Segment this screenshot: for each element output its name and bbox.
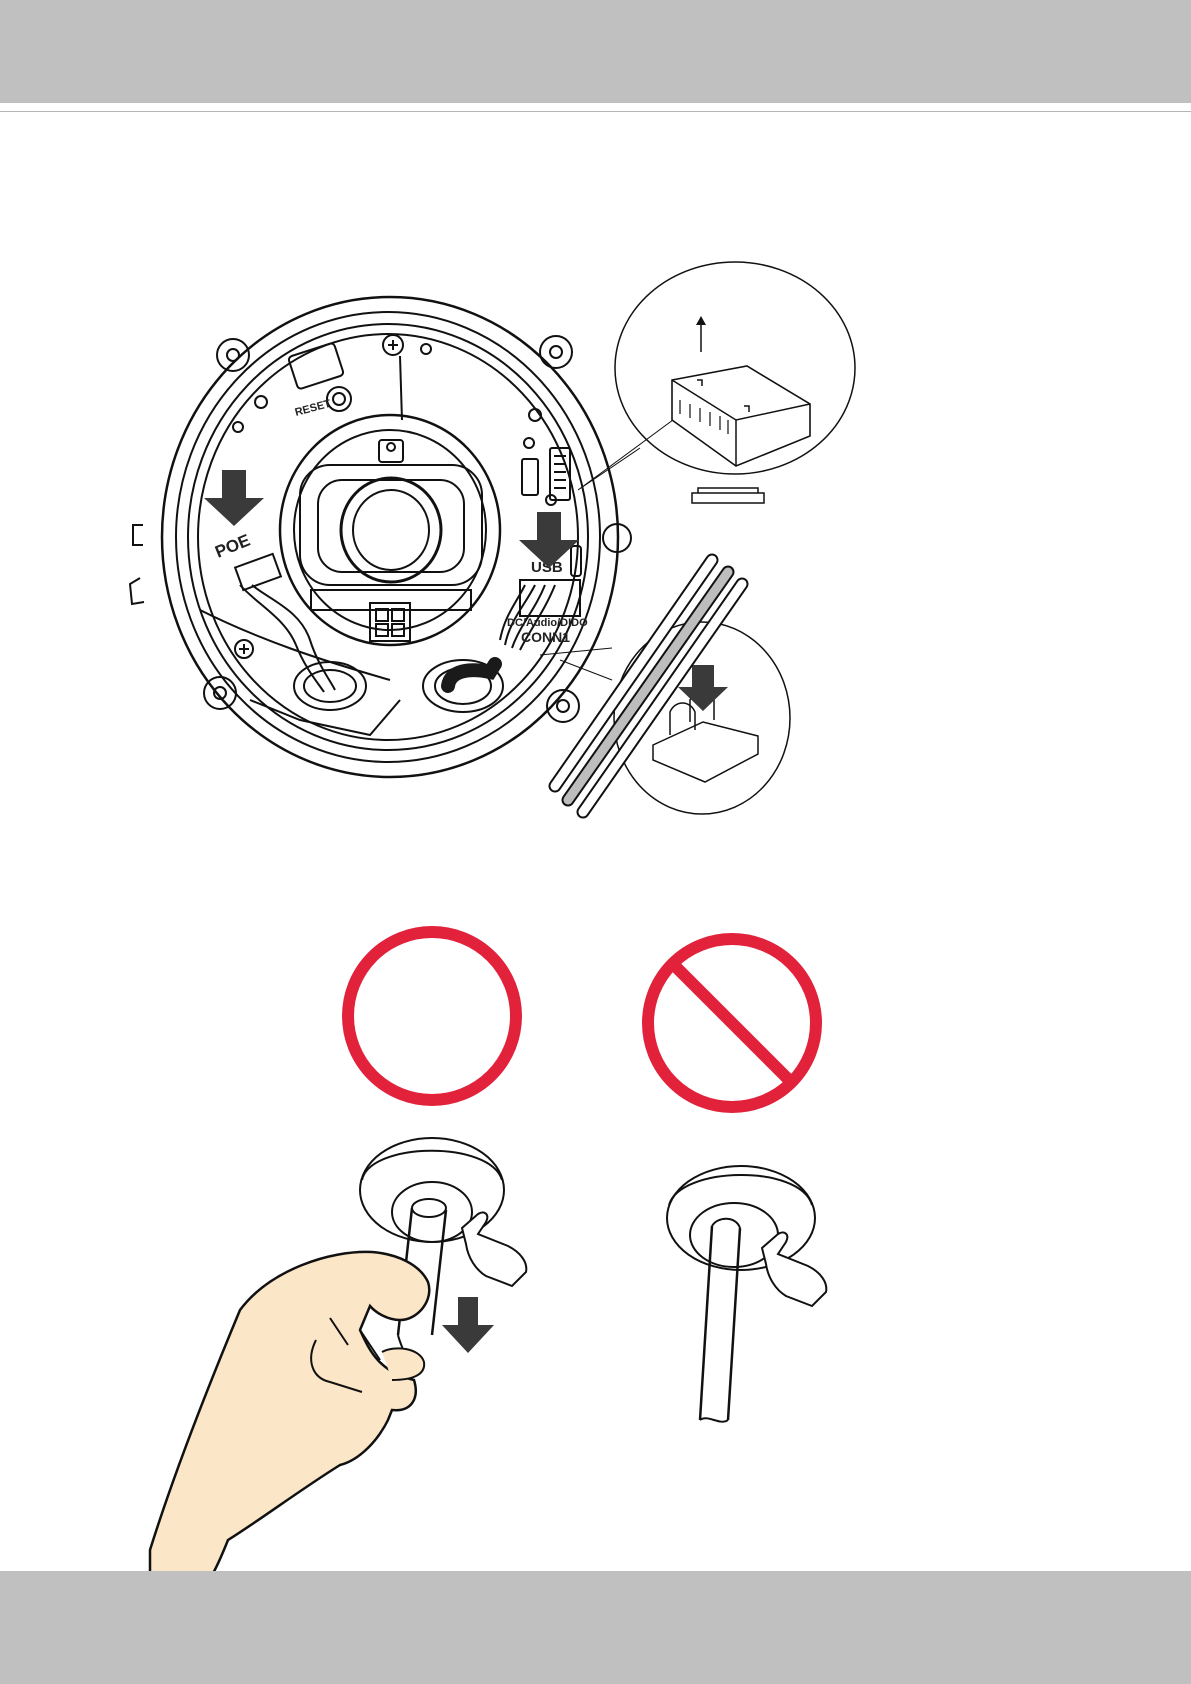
connector-label: DC/Audio/DIDO [507, 617, 588, 629]
footer-band [0, 1571, 1191, 1684]
down-arrow-icon [204, 470, 264, 526]
prohibited-icon [648, 939, 816, 1107]
correct-method-figure [150, 1138, 526, 1575]
dark-cable [448, 664, 495, 686]
down-arrow-icon [442, 1297, 494, 1353]
up-arrow-head [696, 316, 706, 325]
conn-label: CONN1 [521, 629, 570, 645]
usb-cover-callout [578, 262, 855, 503]
wrong-method-figure [667, 1166, 826, 1422]
reset-label: RESET [294, 398, 333, 419]
poe-label: POE [212, 531, 252, 562]
circle-ok-icon [348, 932, 516, 1100]
pointing-hand-icon [462, 1212, 526, 1286]
